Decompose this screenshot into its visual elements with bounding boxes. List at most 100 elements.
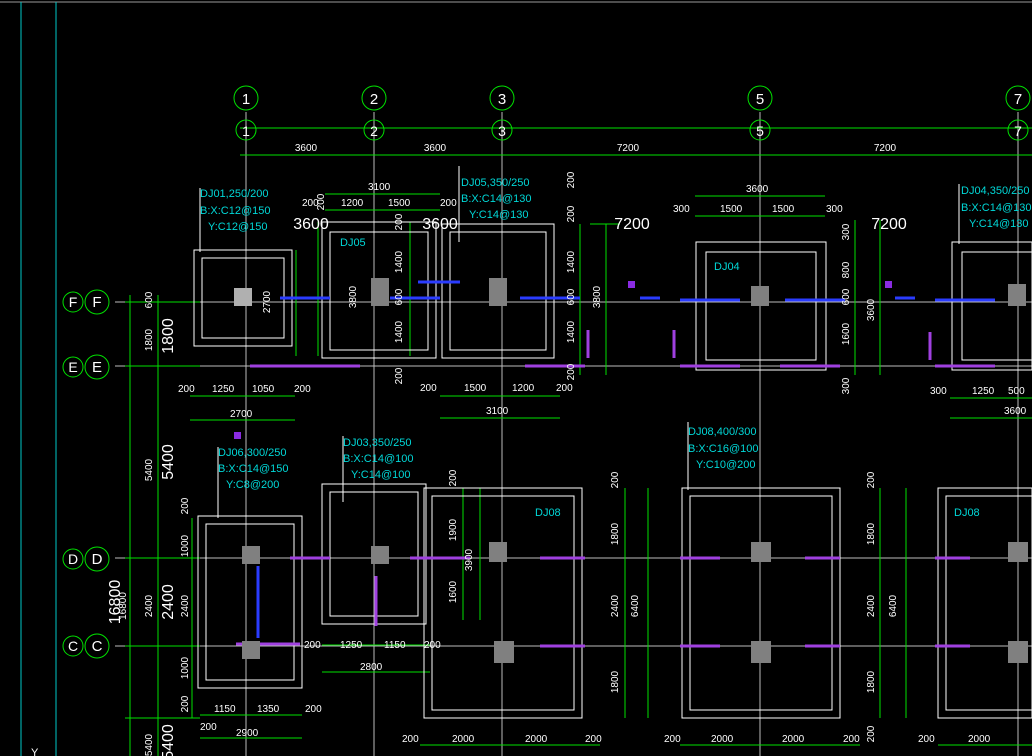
bay-dim-mid: 7200 (614, 216, 650, 233)
dim-text: 800 (841, 261, 852, 278)
dim-text: 3100 (486, 406, 509, 417)
axis-labels-top: 1 2 3 5 7 1 2 3 5 7 (242, 91, 1022, 139)
bay-dim-top: 3600 (424, 143, 447, 154)
left-dim: 2400 (144, 594, 155, 617)
frame-lines (20, 2, 57, 756)
footing-note: Y:C10@200 (696, 459, 756, 471)
dim-text: 2700 (262, 290, 273, 313)
dim-text: 200 (556, 383, 573, 394)
left-dim: 16800 (118, 592, 129, 620)
axis-label-left-inner: E (92, 359, 102, 376)
dim-text: 2400 (610, 594, 621, 617)
dim-text: 200 (316, 193, 327, 210)
dim-text: 600 (394, 288, 405, 305)
dim-text: 3800 (348, 285, 359, 308)
dim-text: 200 (302, 198, 319, 209)
left-dim: 5400 (160, 724, 177, 756)
dim-text: 600 (841, 288, 852, 305)
dim-text: 2000 (711, 734, 734, 745)
dim-text: 2700 (230, 409, 253, 420)
axis-label-top-inner: 5 (756, 123, 764, 139)
axis-label-top-inner: 7 (1014, 123, 1022, 139)
bay-dim-top: 3600 (295, 143, 318, 154)
dim-text: 3100 (368, 182, 391, 193)
dim-text: 200 (918, 734, 935, 745)
footing-note: B:X:C16@100 (688, 443, 759, 455)
dim-text: 1600 (841, 322, 852, 345)
dim-text: 2000 (782, 734, 805, 745)
footing-note-dj04: DJ04,350/250 B:X:C14@130 Y:C14@130 DJ04 (714, 185, 1032, 273)
dim-text: 200 (402, 734, 419, 745)
dim-text: 2000 (968, 734, 991, 745)
footing-note-dj03: DJ03,350/250 B:X:C14@100 Y:C14@100 (343, 437, 414, 481)
dim-text: 300 (826, 204, 843, 215)
dim-text: 1250 (340, 640, 363, 651)
dim-text: 200 (448, 469, 459, 486)
axis-label-left: F (69, 294, 78, 310)
dim-text: 1500 (388, 198, 411, 209)
corner-label: Y (31, 747, 39, 756)
dim-text: 1800 (866, 522, 877, 545)
dim-text: 300 (930, 386, 947, 397)
dim-text: 1800 (610, 670, 621, 693)
dim-text: 1500 (772, 204, 795, 215)
dim-text: 200 (294, 384, 311, 395)
footing-note: DJ06,300/250 (218, 447, 287, 459)
footing-note-dj05: DJ05,350/250 B:X:C14@130 Y:C14@130 DJ05 (340, 177, 532, 249)
dim-text: 200 (566, 171, 577, 188)
dim-text: 3600 (1004, 406, 1027, 417)
dim-text: 1250 (972, 386, 995, 397)
dim-text: 200 (424, 640, 441, 651)
axis-label-left: E (68, 359, 77, 375)
axis-label-left: D (68, 551, 78, 567)
dimension-lines (125, 127, 1032, 756)
dim-text: 200 (304, 640, 321, 651)
dim-text: 200 (866, 471, 877, 488)
axis-label-top-inner: 2 (370, 123, 378, 139)
axis-label-left: C (68, 638, 78, 654)
dim-text: 6400 (888, 594, 899, 617)
dim-text: 200 (305, 704, 322, 715)
footing-note: Y:C12@150 (208, 221, 268, 233)
footing-outlines (193, 221, 1032, 719)
dim-text: 1800 (866, 670, 877, 693)
dim-text: 2400 (180, 594, 191, 617)
axis-labels-left: F E D C F E D C (68, 294, 103, 655)
footing-note: DJ05,350/250 (461, 177, 530, 189)
dim-text: 1250 (212, 384, 235, 395)
dim-text: 6400 (630, 594, 641, 617)
left-dim: 5400 (160, 444, 177, 480)
dim-text: 1150 (384, 640, 406, 651)
left-dim: 16800 (107, 580, 124, 625)
left-dim: 5400 (144, 458, 155, 481)
dim-text: 200 (200, 722, 217, 733)
dim-text: 1500 (464, 383, 487, 394)
dim-text: 2900 (236, 728, 259, 739)
footing-note: B:X:C14@130 (461, 193, 532, 205)
dim-text: 200 (178, 384, 195, 395)
dim-text: 200 (843, 734, 860, 745)
dim-text: 500 (1008, 386, 1025, 397)
axis-bubbles-top (233, 85, 1031, 141)
dim-text: 200 (394, 213, 405, 230)
axis-label-top: 1 (242, 91, 250, 108)
bay-dim-top: 7200 (874, 143, 897, 154)
footing-note: B:X:C14@130 (961, 202, 1032, 214)
dim-text: 1400 (394, 250, 405, 273)
dim-text: 3600 (746, 184, 769, 195)
axis-label-top: 2 (370, 91, 378, 108)
dim-text: 200 (420, 383, 437, 394)
dim-text: 200 (866, 725, 877, 742)
dim-text: 600 (566, 288, 577, 305)
bay-dim-mid: 3600 (293, 216, 329, 233)
dim-text: 1400 (566, 320, 577, 343)
dim-text: 2400 (866, 594, 877, 617)
footing-note: Y:C8@200 (226, 479, 279, 491)
footing-note: B:X:C12@150 (200, 205, 271, 217)
dim-text: 1500 (720, 204, 743, 215)
axis-label-left-inner: C (92, 638, 103, 655)
footing-note: DJ01,250/200 (200, 188, 269, 200)
axis-label-top: 3 (498, 91, 506, 108)
dim-text: 200 (180, 497, 191, 514)
